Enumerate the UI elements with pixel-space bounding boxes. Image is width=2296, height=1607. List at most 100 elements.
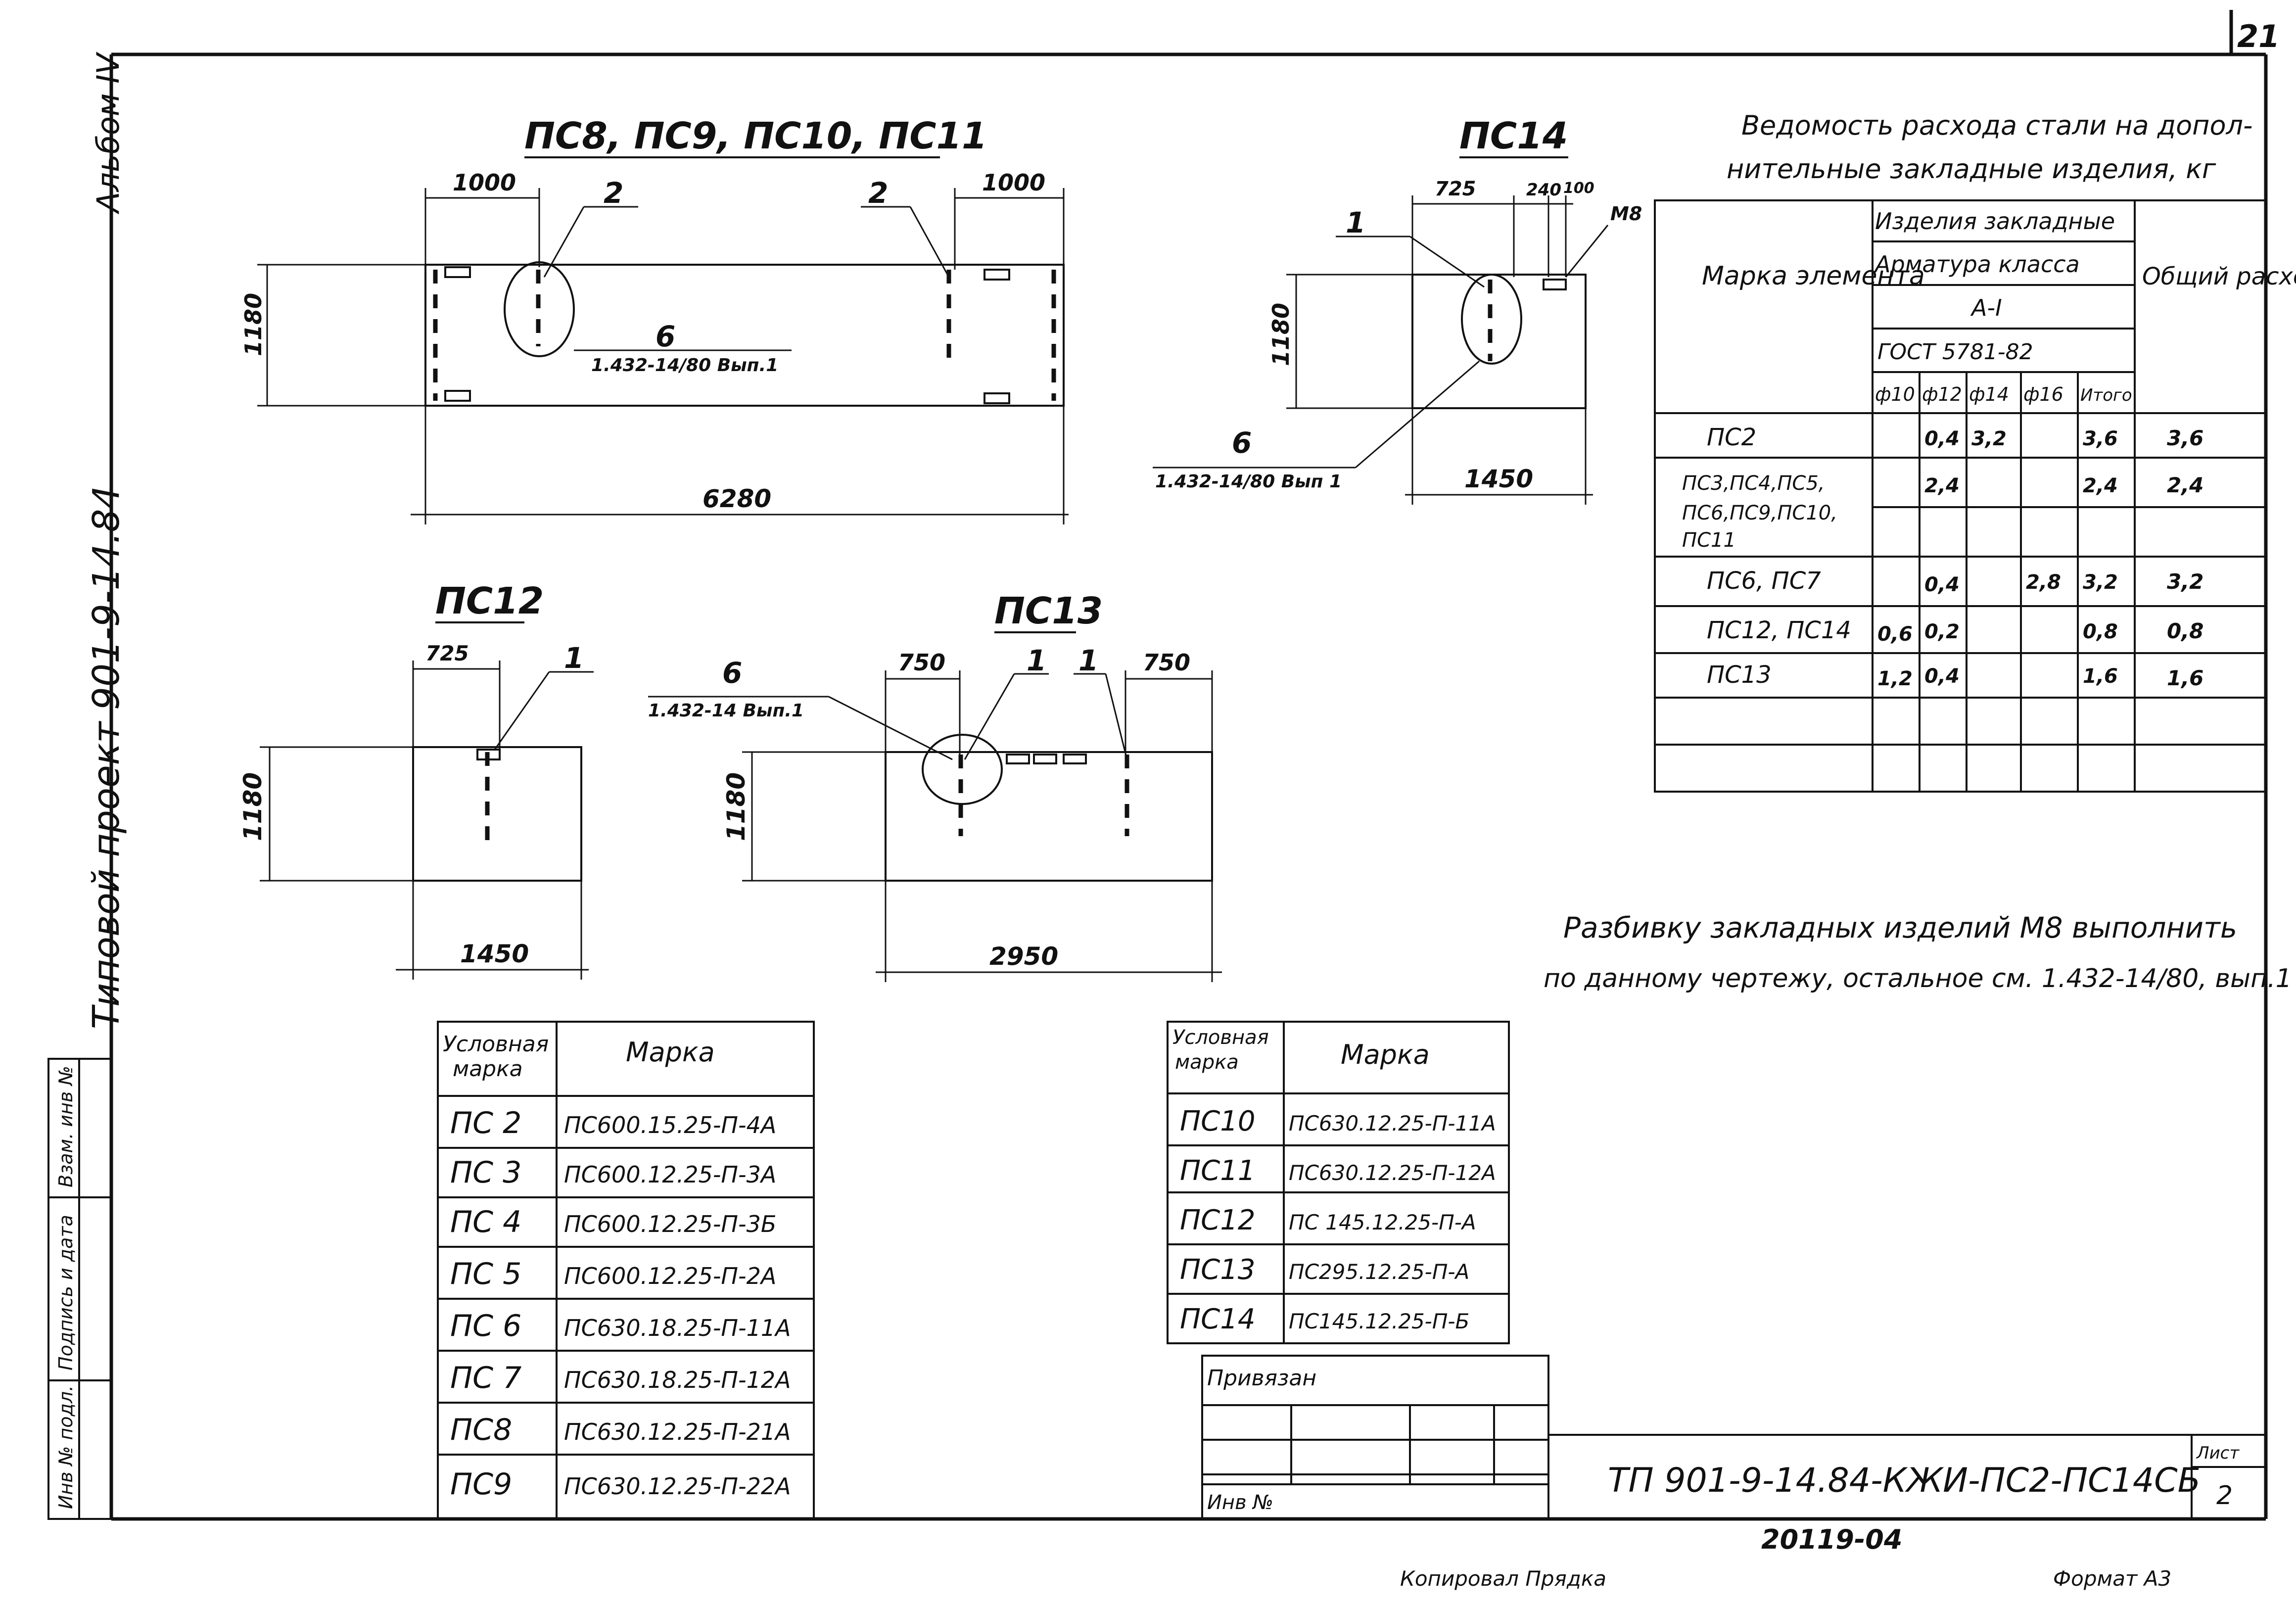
head-cond: марка: [1175, 1051, 1239, 1074]
cell-total: 0,8: [2167, 619, 2203, 643]
cond-mark: ПС 2: [450, 1106, 521, 1140]
panel-outline: [885, 751, 1213, 882]
marks-table-a: Условная марка Марка ПС 2 ПС600.15.25-П-…: [437, 1021, 815, 1520]
note-num: 6: [1232, 426, 1252, 460]
stamp-inv-label: Инв № подл.: [55, 1385, 77, 1509]
full-mark: ПС295.12.25-П-А: [1289, 1260, 1469, 1284]
cell: 1,6: [2083, 665, 2118, 688]
embed-part: [1006, 754, 1030, 764]
embed-part: [984, 269, 1010, 281]
row-mark: ПС11: [1682, 529, 1736, 552]
cell-total: 3,2: [2167, 569, 2203, 594]
callout-1: 1: [564, 641, 584, 675]
note-line-2: по данному чертежу, остальное см. 1.432-…: [1544, 964, 2292, 993]
panel-outline: [1411, 274, 1587, 409]
cell: 0,4: [1924, 665, 1960, 688]
dia-12: ф12: [1922, 383, 1962, 405]
view-title: ПС12: [435, 580, 544, 622]
dim-right: 750: [1143, 649, 1190, 676]
cell: 3,2: [2083, 571, 2118, 594]
panel-outline: [424, 264, 1065, 407]
embed-part: [1063, 754, 1087, 764]
cell: 2,4: [2083, 474, 2118, 497]
row-mark: ПС6, ПС7: [1707, 567, 1821, 595]
head-total: Общий расход: [2142, 263, 2296, 290]
dia-16: ф16: [2023, 383, 2063, 405]
cond-mark: ПС12: [1180, 1204, 1255, 1236]
sheet-number: 2: [2216, 1481, 2233, 1511]
dim-length: 6280: [703, 484, 771, 513]
dim-right: 1000: [982, 169, 1045, 196]
dim-height: 1180: [240, 293, 267, 356]
panel-outline: [412, 746, 582, 882]
dim-100: 100: [1563, 180, 1594, 197]
cond-mark: ПС13: [1180, 1254, 1255, 1286]
cell: 0,4: [1924, 573, 1960, 596]
cell: 0,8: [2083, 620, 2118, 643]
cond-mark: ПС 4: [450, 1205, 521, 1239]
stamp-column: Инв № подл. Подпись и дата Взам. инв №: [47, 1058, 112, 1520]
cell-total: 1,6: [2167, 666, 2203, 690]
steel-title-2: нительные закладные изделия, кг: [1727, 153, 2216, 185]
callout-1: 1: [1346, 206, 1365, 239]
stamp-replace-label: Взам. инв №: [55, 1066, 77, 1187]
dim-left: 1000: [453, 169, 516, 196]
document-code: ТП 901-9-14.84-КЖИ-ПС2-ПС14СБ: [1608, 1461, 2201, 1500]
note-ref: 1.432-14 Вып.1: [648, 701, 804, 721]
dim-length: 1450: [1464, 465, 1533, 493]
head-mark: Марка: [1341, 1039, 1430, 1070]
cond-mark: ПС 6: [450, 1309, 521, 1343]
format-label: Формат А3: [2053, 1566, 2171, 1591]
full-mark: ПС 145.12.25-П-А: [1289, 1210, 1476, 1234]
row-mark: ПС2: [1707, 424, 1756, 451]
stamp-sign-label: Подпись и дата: [55, 1215, 77, 1371]
head-cond: Условная: [1172, 1026, 1269, 1049]
head-items: Изделия закладные: [1875, 208, 2115, 235]
full-mark: ПС630.18.25-П-12А: [564, 1367, 791, 1393]
full-mark: ПС630.18.25-П-11А: [564, 1315, 791, 1341]
view-ps13: ПС13 750 750 1 1 6 1.432-14 Вып.1 1180: [648, 590, 1222, 982]
full-mark: ПС600.12.25-П-3Б: [564, 1211, 776, 1237]
row-mark: ПС12, ПС14: [1707, 616, 1851, 644]
page-number: 21: [2237, 18, 2280, 54]
cell: 3,2: [1971, 427, 2007, 450]
dia-14: ф14: [1969, 383, 2009, 405]
head-cond: марка: [453, 1056, 523, 1082]
full-mark: ПС630.12.25-П-12А: [1289, 1161, 1496, 1185]
embed-part: [444, 390, 471, 402]
embed-part: [984, 392, 1010, 404]
head-class: А-I: [1970, 294, 2002, 321]
note-ref: 1.432-14/80 Вып 1: [1155, 472, 1342, 492]
copied-by: Копировал Прядка: [1400, 1566, 1606, 1591]
row-mark: ПС6,ПС9,ПС10,: [1682, 502, 1837, 524]
cell: 2,8: [2026, 571, 2061, 594]
inv-label: Инв №: [1207, 1491, 1273, 1514]
head-rebar: Арматура класса: [1874, 251, 2080, 278]
dia-total: Итого: [2080, 385, 2132, 405]
full-mark: ПС630.12.25-П-22А: [564, 1473, 791, 1500]
steel-table: Ведомость расхода стали на допол- нитель…: [1654, 110, 2296, 793]
sheet-label: Лист: [2196, 1443, 2240, 1463]
cond-mark: ПС 5: [450, 1257, 521, 1291]
view-ps12: ПС12 725 1 1180 1450: [238, 580, 594, 980]
cell-total: 3,6: [2167, 426, 2203, 450]
note-num: 6: [722, 656, 742, 690]
cond-mark: ПС10: [1180, 1105, 1255, 1137]
dim-height: 1180: [722, 772, 750, 841]
embed-part: [444, 266, 471, 278]
m8-label: М8: [1610, 203, 1642, 225]
note-line-1: Разбивку закладных изделий М8 выполнить: [1563, 911, 2237, 945]
dim-length: 2950: [989, 942, 1058, 971]
callout-1b: 1: [1078, 644, 1098, 677]
full-mark: ПС630.12.25-П-11А: [1289, 1111, 1496, 1135]
head-gost: ГОСТ 5781-82: [1877, 339, 2033, 365]
cond-mark: ПС11: [1180, 1155, 1255, 1187]
embed-part: [1033, 754, 1057, 764]
callout-2b: 2: [868, 176, 888, 210]
embed-part: [1543, 279, 1567, 290]
project-label: Типовой проект 901-9-14.84: [85, 485, 128, 1029]
note-num: 6: [656, 320, 675, 353]
view-ps14: ПС14 725 240 100 М8 1 1180 1450 6 1.432: [1153, 115, 1642, 505]
head-mark: Марка элемента: [1702, 261, 1925, 291]
